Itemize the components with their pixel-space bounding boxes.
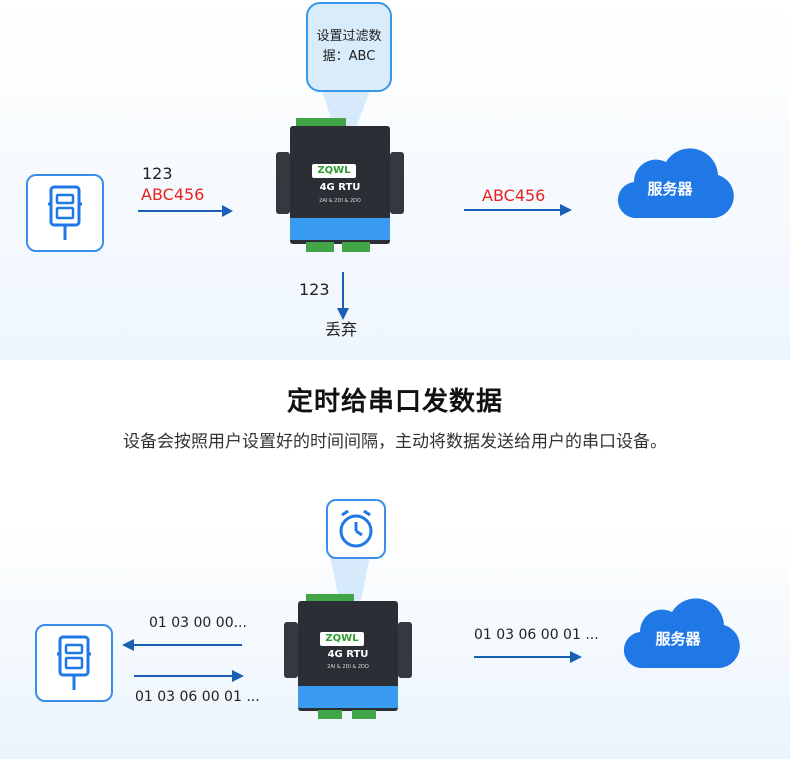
terminal-block-bottom-right	[352, 710, 376, 719]
drop-arrow	[337, 272, 349, 320]
drop-value: 123	[299, 280, 330, 299]
filter-setting-bubble: 设置过滤数 据：ABC	[306, 2, 392, 92]
device-logo: ZQWL	[320, 632, 364, 646]
serial-port-icon	[57, 635, 91, 690]
filter-bubble-line2: 据：ABC	[322, 49, 376, 64]
device-subtitle: 2AI & 2DI & 2DO	[319, 198, 361, 204]
serial-device-box-bottom	[35, 624, 113, 702]
query-arrow	[122, 639, 242, 651]
filter-bubble-line1: 设置过滤数	[316, 29, 382, 44]
timer-box	[326, 499, 386, 559]
serial-port-icon	[48, 185, 82, 240]
terminal-block-bottom-left	[318, 710, 342, 719]
rtu-device-top: ZQWL 4G RTU 2AI & 2DI & 2DO	[276, 118, 404, 258]
cloud-icon	[617, 148, 734, 219]
server-label-bottom: 服务器	[655, 630, 701, 648]
input-arrow	[138, 205, 233, 217]
output-value: ABC456	[482, 186, 546, 205]
device-name: 4G RTU	[319, 182, 361, 193]
device-name: 4G RTU	[327, 649, 369, 660]
drop-label: 丢弃	[325, 320, 358, 339]
terminal-block-top	[296, 118, 346, 128]
device-mount-right	[390, 152, 404, 214]
terminal-block-bottom-left	[306, 242, 334, 252]
device-blue-panel	[290, 218, 390, 240]
rtu-device-bottom: ZQWL 4G RTU 2AI & 2DI & 2DO	[284, 594, 412, 722]
serial-device-box-top	[26, 174, 104, 252]
query-text: 01 03 00 00...	[149, 615, 247, 631]
terminal-block-bottom-right	[342, 242, 370, 252]
device-mount-right	[398, 622, 412, 678]
device-subtitle: 2AI & 2DI & 2DO	[327, 664, 369, 670]
response-text: 01 03 06 00 01 ...	[135, 689, 260, 705]
output-arrow	[464, 204, 572, 216]
upload-text: 01 03 06 00 01 ...	[474, 627, 599, 643]
upload-arrow	[474, 651, 582, 663]
section-heading: 定时给串口发数据	[286, 387, 503, 417]
input-value-abc456: ABC456	[141, 185, 205, 204]
alarm-clock-icon	[339, 509, 373, 548]
cloud-icon	[623, 598, 740, 669]
device-logo: ZQWL	[312, 164, 356, 178]
section-description: 设备会按照用户设置好的时间间隔，主动将数据发送给用户的串口设备。	[123, 432, 667, 452]
device-mount-left	[276, 152, 290, 214]
device-blue-panel	[298, 686, 398, 708]
filter-beam	[318, 80, 374, 138]
response-arrow	[134, 670, 244, 682]
terminal-block-top	[306, 594, 354, 603]
server-label-top: 服务器	[647, 180, 693, 198]
input-value-123: 123	[142, 164, 173, 183]
device-mount-left	[284, 622, 298, 678]
